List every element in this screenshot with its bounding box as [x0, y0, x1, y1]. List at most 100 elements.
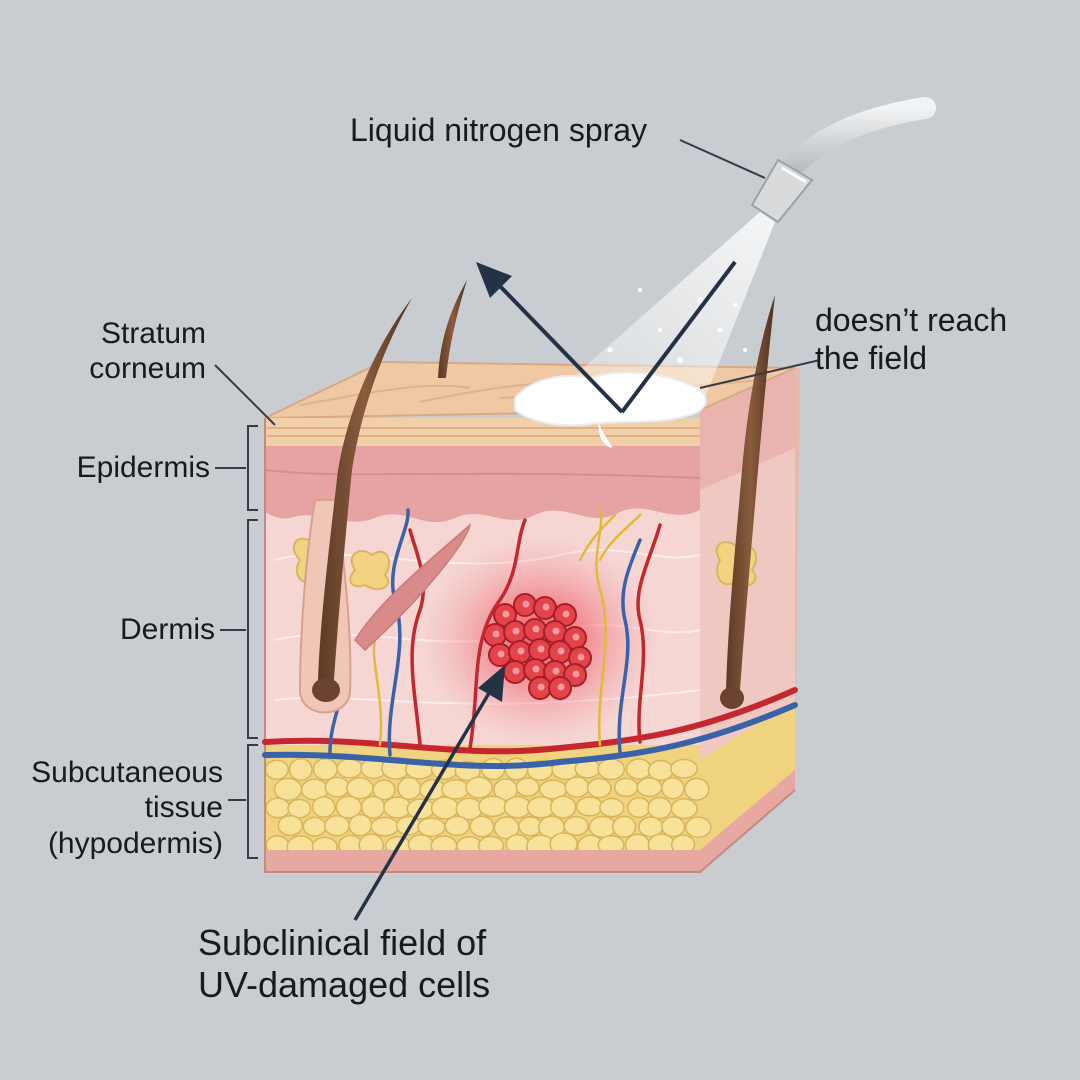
label-subclinical-field: Subclinical field of UV-damaged cells [198, 922, 491, 1006]
epidermis-layer [265, 446, 700, 523]
fat-cell [441, 779, 470, 800]
nerve-fiber-2 [372, 638, 383, 747]
fat-cell [647, 796, 673, 820]
hair-shaft-right [726, 295, 775, 690]
fat-cell [287, 798, 312, 819]
fat-cell [636, 777, 663, 798]
fat-cell [564, 776, 590, 798]
cell-nucleus [557, 647, 565, 655]
fat-cell [430, 796, 460, 820]
fat-cell [611, 815, 637, 838]
fat-cell [661, 776, 685, 800]
bracket-dermis [247, 519, 258, 739]
fat-cell [264, 759, 290, 780]
hair-bulb-right [720, 687, 744, 709]
frost-drip [598, 420, 612, 448]
cell-nucleus [532, 665, 540, 673]
fat-cell [397, 776, 422, 801]
layer-brackets [214, 139, 821, 859]
fat-cell [684, 777, 710, 801]
fat-cell [323, 814, 350, 837]
fat-cell [550, 795, 577, 819]
cell-nucleus [512, 667, 520, 675]
cell-nucleus [497, 650, 505, 658]
cell-nucleus [537, 645, 545, 653]
fat-cell [372, 779, 396, 801]
label-stratum-corneum: Stratum corneum [89, 317, 206, 386]
deep-fascia-layer [265, 850, 700, 872]
stratum-corneum-lines [265, 427, 700, 437]
fat-cell [324, 776, 350, 798]
fat-cell [273, 777, 303, 801]
hair-shaft-center [438, 280, 467, 378]
nozzle-highlight [781, 166, 807, 184]
deflection-arrow [476, 260, 737, 414]
cell-nucleus [542, 603, 550, 611]
fat-cell [626, 797, 651, 819]
hair-follicle-icon [292, 280, 775, 714]
leader-spray [679, 139, 766, 179]
spray-mist [545, 212, 775, 402]
cell-nucleus [537, 683, 545, 691]
fat-cell [277, 814, 304, 837]
cell-nucleus [552, 667, 560, 675]
fat-cell [302, 816, 327, 837]
sebaceous-gland-left-2 [349, 550, 391, 591]
hair-bulb-left [312, 678, 340, 702]
cell-nucleus [577, 653, 585, 661]
label-dermis: Dermis [120, 613, 215, 646]
fat-cell [370, 816, 400, 837]
fat-cell [586, 777, 612, 799]
fat-cell [625, 758, 652, 780]
fat-cell [444, 815, 470, 837]
nozzle-tube [779, 97, 936, 181]
fat-cell [312, 757, 338, 781]
cell-nucleus [572, 670, 580, 678]
cell-nucleus [532, 625, 540, 633]
fat-cell [515, 777, 540, 797]
cell-nucleus [512, 627, 520, 635]
fat-cell [311, 795, 336, 818]
damaged-cell-cluster-icon [483, 593, 592, 700]
label-liquid-nitrogen-spray: Liquid nitrogen spray [350, 112, 648, 148]
fat-cell [575, 796, 604, 817]
fat-cell [661, 816, 686, 838]
fat-cell [346, 776, 374, 800]
fat-cell [469, 815, 495, 838]
fat-cell [504, 757, 529, 781]
hair-shaft-left [318, 298, 412, 680]
label-doesnt-reach-field: doesn’t reach the field [815, 302, 1008, 376]
fat-cell [563, 815, 589, 837]
fat-cell [265, 797, 291, 819]
label-epidermis: Epidermis [76, 451, 210, 484]
cell-nucleus [517, 647, 525, 655]
vein-main [262, 702, 798, 770]
cell-nucleus [522, 600, 530, 608]
cell-nucleus [502, 610, 510, 618]
fat-cell [288, 758, 313, 782]
leader-no-reach [699, 359, 821, 389]
cell-nucleus [557, 683, 565, 691]
cell-nucleus [492, 630, 500, 638]
fat-cell [348, 813, 373, 837]
block-outline [264, 418, 796, 873]
fat-cell [597, 758, 625, 781]
arrector-pili-muscle [354, 522, 472, 652]
cell-nucleus [562, 610, 570, 618]
fat-cell [647, 759, 674, 782]
label-subcutaneous-tissue: Subcutaneous tissue (hypodermis) [31, 756, 223, 860]
cell-nucleus [552, 627, 560, 635]
bracket-epidermis [247, 425, 258, 511]
fat-cell [670, 798, 698, 820]
fat-cell [336, 758, 363, 779]
bracket-subcutaneous [247, 744, 258, 859]
epidermis-texture [264, 469, 701, 479]
skin-block-side-face [700, 368, 800, 872]
fat-cell [670, 758, 699, 779]
artery-main [262, 687, 798, 755]
spray-droplets [607, 288, 747, 363]
fat-cell [684, 816, 712, 839]
field-pointer-arrow [353, 665, 505, 921]
